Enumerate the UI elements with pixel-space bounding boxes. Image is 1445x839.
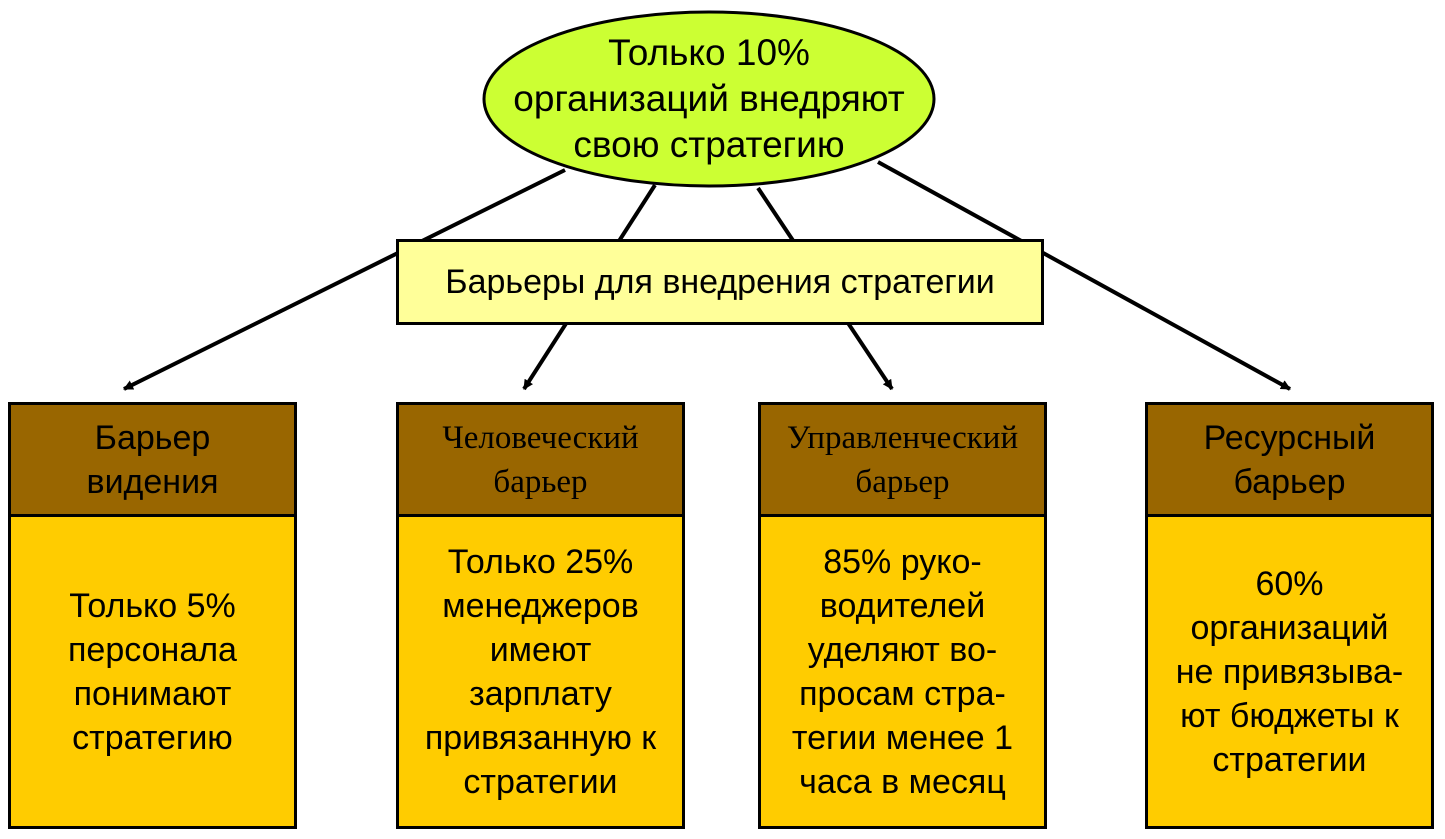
resource-barrier: Ресурсный барьер 60% организаций не прив… [1145,402,1434,829]
top-statement: Только 10% организаций внедряют свою стр… [513,32,905,165]
vision-barrier: Барьер видения Только 5% персонала поним… [8,402,297,829]
barrier-title: Человеческий барьер [396,402,685,517]
management-barrier: Управленческий барьер 85% руко- водителе… [758,402,1047,829]
arrow-to-resource-barrier [877,160,1291,391]
barrier-title: Барьер видения [8,402,297,517]
barrier-description: Только 5% персонала понимают стратегию [8,514,297,829]
barrier-title: Ресурсный барьер [1145,402,1434,517]
barrier-description: 60% организаций не привязыва- ют бюджеты… [1145,514,1434,829]
barrier-description: 85% руко- водителей уделяют во- просам с… [758,514,1047,829]
top-ellipse [482,10,936,188]
barrier-title: Управленческий барьер [758,402,1047,517]
human-barrier: Человеческий барьер Только 25% менеджеро… [396,402,685,829]
barrier-description: Только 25% менеджеров имеют зарплату при… [396,514,685,829]
arrow-to-vision-barrier [123,168,566,391]
barriers-heading: Барьеры для внедрения стратегии [396,239,1044,325]
